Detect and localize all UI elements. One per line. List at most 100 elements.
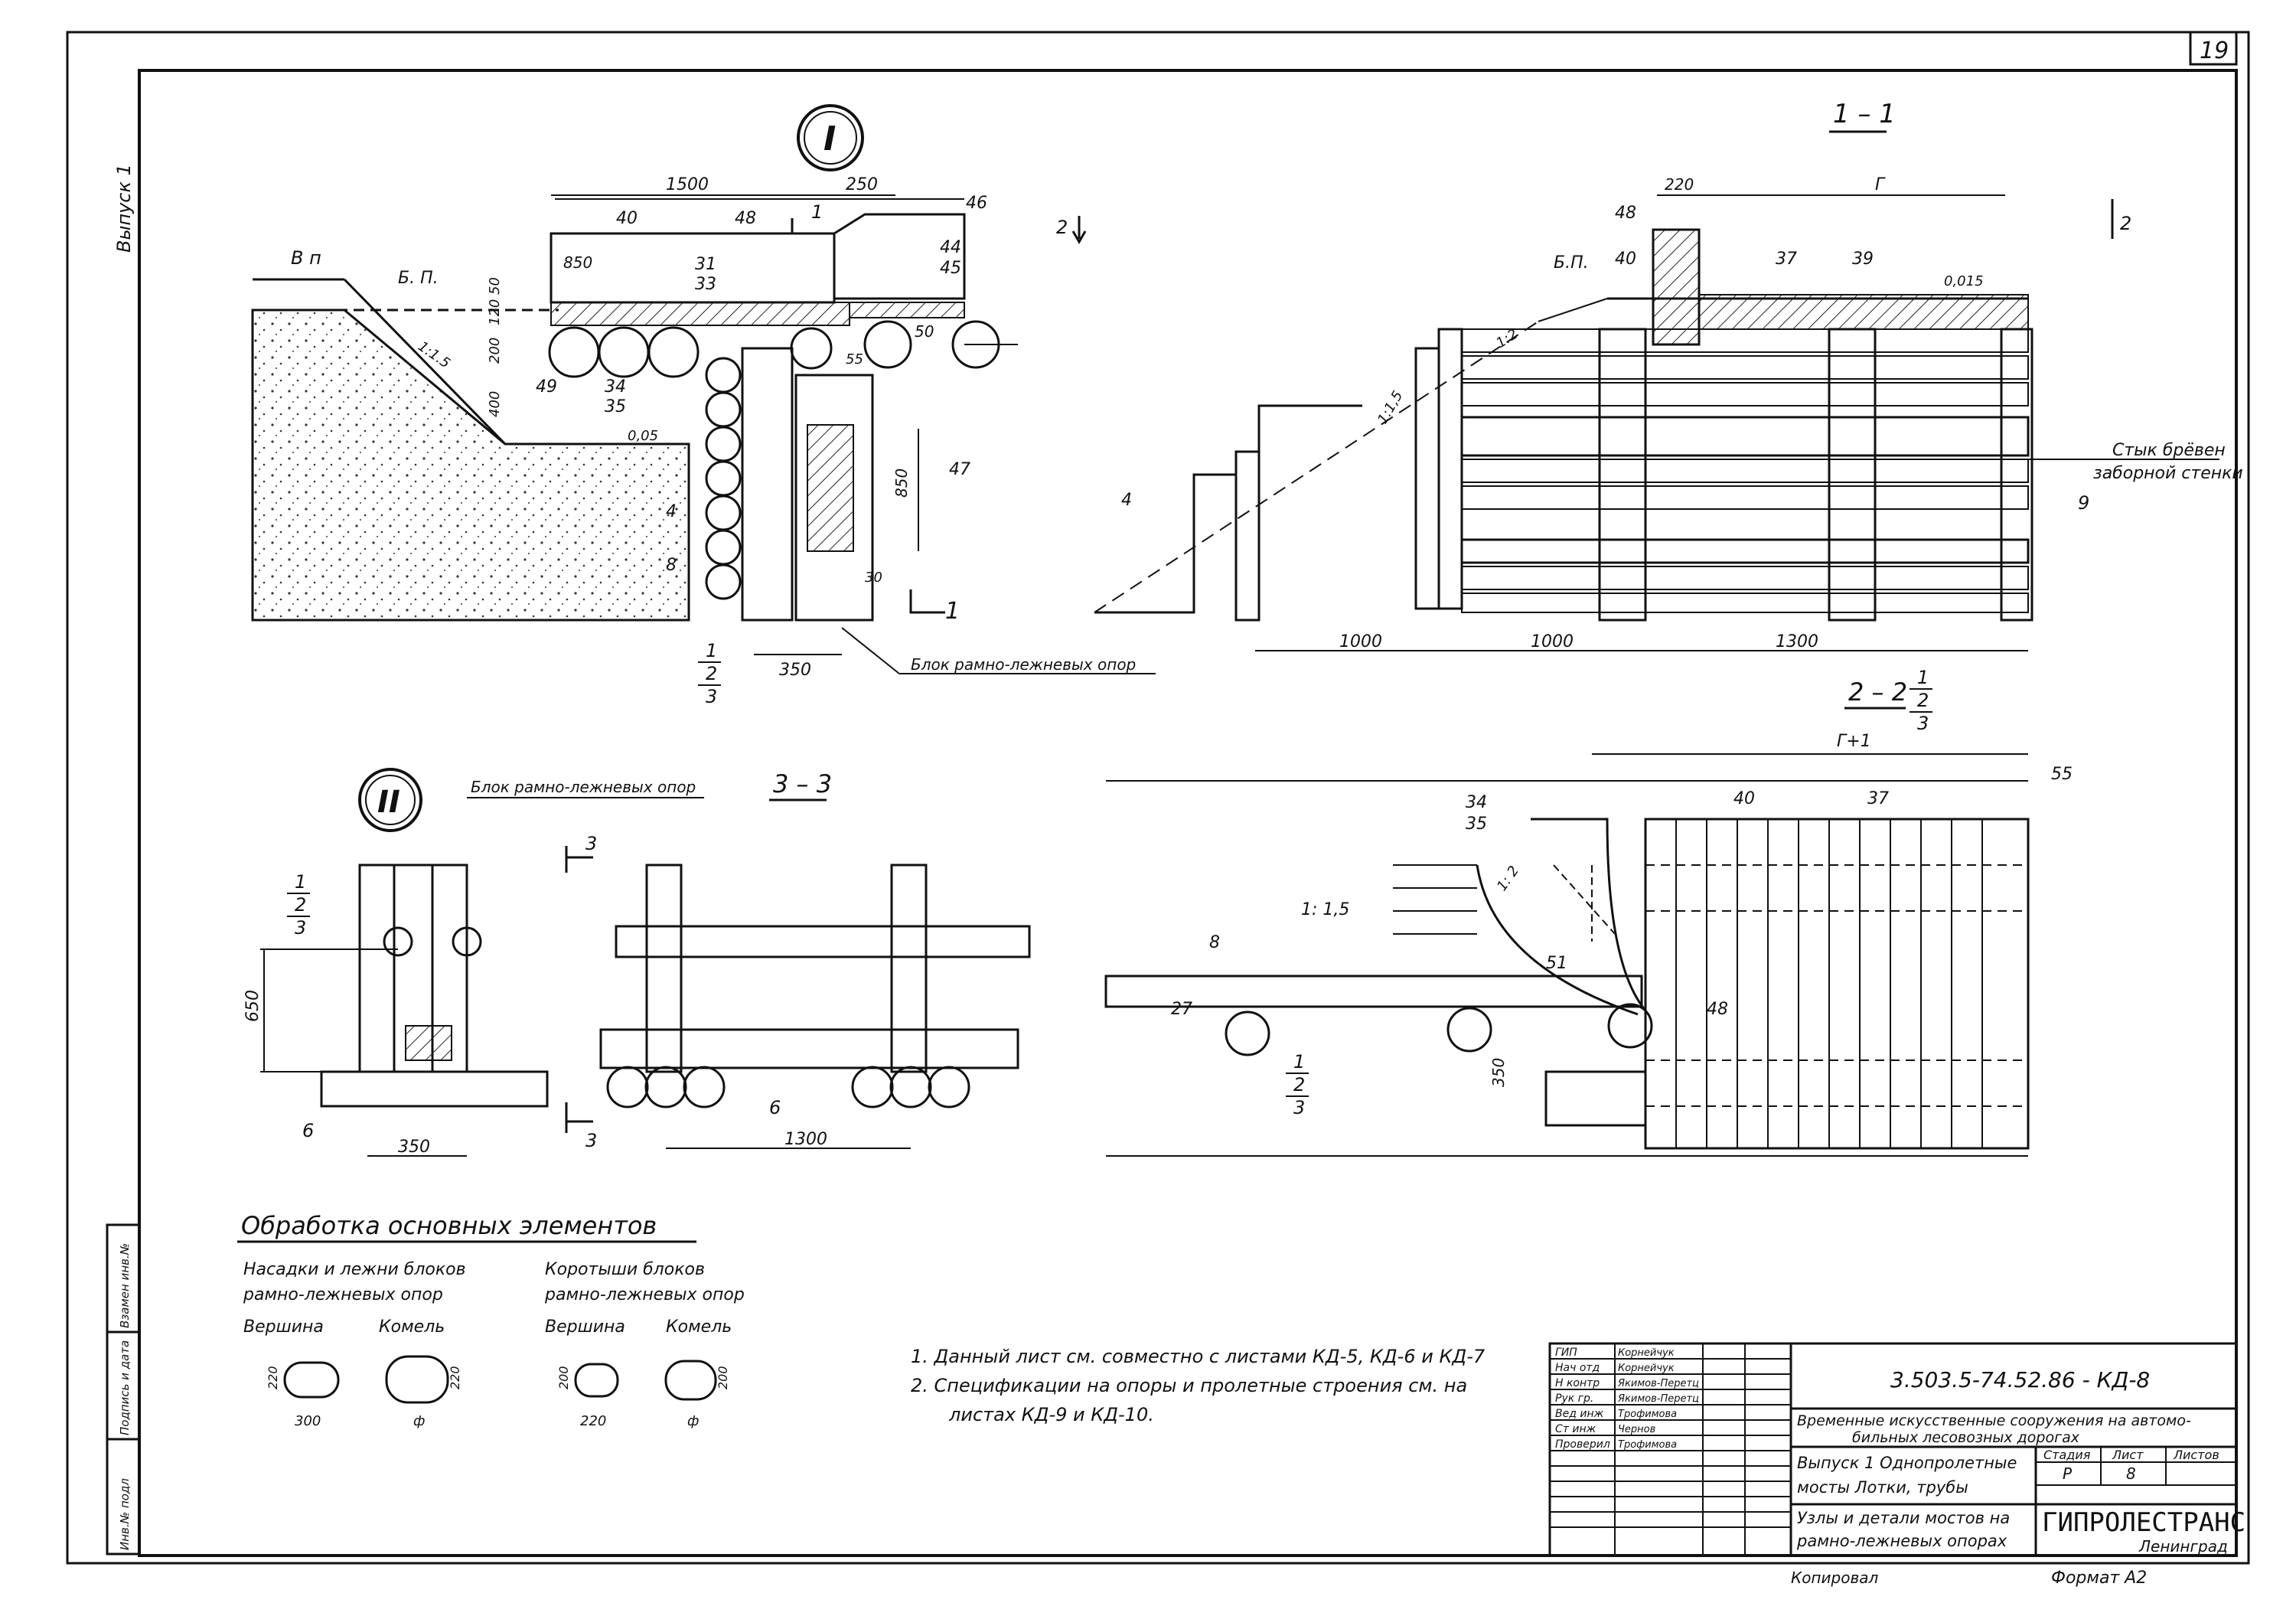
- tb-stage-head: Стадия: [2043, 1448, 2091, 1462]
- processing-dim-c220: 220: [580, 1413, 606, 1429]
- s22-slope-12: 1: 2: [1494, 863, 1522, 893]
- callout-48: 48: [735, 209, 756, 228]
- d1-block-label: Блок рамно-лежневых опор: [911, 655, 1136, 674]
- processing-block: Обработка основных элементов Насадки и л…: [237, 1211, 745, 1429]
- tb-city: Ленинград: [2138, 1537, 2228, 1556]
- d2-dim-650: 650: [243, 990, 263, 1022]
- section-2-2-title: 2 – 2: [1848, 677, 1907, 707]
- s11-bp: Б.П.: [1554, 253, 1589, 273]
- d1-dim-120: 120: [487, 299, 503, 325]
- d1-dim-350: 350: [779, 661, 811, 680]
- note-3: листах КД-9 и КД-10.: [948, 1404, 1154, 1425]
- s22-ref-num: 1: [1293, 1051, 1305, 1072]
- detail-2-marker: II: [377, 785, 400, 820]
- callout-44: 44: [940, 238, 961, 257]
- d2-dim-350: 350: [398, 1138, 430, 1157]
- s11-arrow-left: 2: [1056, 217, 1068, 238]
- processing-dim-phi2: ф: [687, 1413, 699, 1429]
- d1-dim-850: 850: [563, 253, 592, 272]
- s11-dim-1300: 1300: [1776, 632, 1818, 651]
- processing-group2-line1: Коротыши блоков: [545, 1260, 705, 1279]
- tb-code: 3.503.5-74.52.86 - КД-8: [1890, 1367, 2150, 1392]
- callout-34: 34: [605, 377, 626, 397]
- d1-dim-30: 30: [865, 570, 882, 586]
- d2-ref-den: 3: [295, 917, 306, 939]
- s11-callout-40: 40: [1615, 250, 1636, 269]
- detail-2: II Блок рамно-лежневых опор 650 350 6 1 …: [243, 768, 704, 1157]
- soil-fill: [251, 309, 690, 622]
- s22-slope-lines: [1393, 864, 1477, 935]
- processing-group1-line2: рамно-лежневых опор: [243, 1285, 443, 1304]
- d1-cut-1: 1: [811, 201, 823, 223]
- tb-sheet-title-1: Узлы и детали мостов на: [1797, 1509, 2010, 1527]
- s22-ref-mid: 2: [1293, 1074, 1305, 1095]
- issue-side-label: Выпуск 1: [113, 164, 135, 253]
- s22-dim-350: 350: [1489, 1058, 1508, 1087]
- s22-callout-34: 34: [1466, 793, 1487, 812]
- side-stamp-3: Взамен инв.№: [118, 1243, 132, 1328]
- note-2: 2. Спецификации на опоры и пролетные стр…: [911, 1375, 1467, 1396]
- section-2-2: 2 – 2 Г+1: [1104, 677, 2073, 1157]
- s11-joint-note-1: Стык брёвен: [2112, 441, 2226, 460]
- tb-role-0: ГИП: [1555, 1347, 1577, 1359]
- d1-label-bp: Б. П.: [398, 269, 439, 288]
- s11-callout-37: 37: [1776, 250, 1797, 269]
- tb-sheets-head: Листов: [2173, 1448, 2219, 1462]
- s11-dim-220: 220: [1665, 175, 1694, 194]
- s11-dim-g: Г: [1875, 175, 1886, 194]
- s11-slope-0015: 0,015: [1944, 273, 1984, 289]
- callout-4: 4: [666, 502, 677, 521]
- tb-sheet-head: Лист: [2112, 1448, 2144, 1462]
- tb-name-3: Якимов-Перетц: [1617, 1393, 1699, 1405]
- deck-plank-40: [550, 232, 836, 304]
- processing-dim-c200: 200: [556, 1366, 571, 1389]
- s33-marker-top: 3: [585, 833, 597, 854]
- callout-50: 50: [915, 322, 934, 341]
- tb-role-1: Нач отд: [1555, 1362, 1600, 1374]
- s11-ref-den: 3: [1917, 713, 1929, 734]
- s22-callout-8: 8: [1209, 933, 1220, 952]
- s33-callout-6: 6: [769, 1097, 781, 1118]
- s22-ref-den: 3: [1293, 1097, 1305, 1118]
- callout-40: 40: [616, 209, 638, 228]
- d1-ref-den: 3: [706, 686, 717, 707]
- stepped-wall: [1094, 298, 1608, 622]
- d2-callout-6: 6: [302, 1120, 314, 1141]
- s11-slope-115: 1:1,5: [1375, 388, 1406, 426]
- d2-ref-mid: 2: [295, 894, 306, 916]
- tb-name-4: Трофимова: [1618, 1409, 1677, 1420]
- s22-dim-g1: Г+1: [1837, 732, 1871, 751]
- section-3-3-title: 3 – 3: [773, 769, 832, 798]
- sheet-frame: [66, 31, 2250, 1565]
- tb-role-6: Проверил: [1555, 1438, 1610, 1451]
- s11-arrow-right: 2: [2120, 213, 2131, 234]
- wall-logs: [705, 357, 742, 600]
- d1-dim-850v: 850: [892, 468, 911, 498]
- processing-dim-b220: 220: [448, 1366, 462, 1389]
- d2-ref-num: 1: [295, 871, 306, 893]
- tb-role-3: Рук гр.: [1555, 1392, 1593, 1405]
- wall-horizontal-logs: [1460, 328, 2033, 622]
- s11-dim-1000b: 1000: [1531, 632, 1574, 651]
- side-stamp-2: Подпись и дата: [118, 1340, 132, 1435]
- tb-copied: Копировал: [1791, 1569, 1878, 1587]
- tb-work-title-2: бильных лесовозных дорогах: [1852, 1429, 2080, 1446]
- callout-45: 45: [940, 259, 961, 278]
- d1-dim-400: 400: [487, 391, 503, 417]
- s11-dim-1000a: 1000: [1339, 632, 1382, 651]
- processing-group1-line1: Насадки и лежни блоков: [243, 1260, 466, 1279]
- d1-ref-num: 1: [706, 640, 717, 661]
- s22-slope-115: 1: 1,5: [1301, 900, 1349, 919]
- d1-ref-mid: 2: [706, 663, 717, 684]
- tb-name-5: Чернов: [1618, 1424, 1655, 1435]
- tb-sheet-no: 8: [2126, 1464, 2136, 1483]
- callout-8: 8: [666, 556, 677, 575]
- section-1-1-title: 1 – 1: [1833, 99, 1896, 129]
- note-1: 1. Данный лист см. совместно с листами К…: [911, 1346, 1486, 1367]
- s22-deck-planks: [1645, 819, 2028, 1148]
- tb-name-6: Трофимова: [1618, 1439, 1677, 1451]
- s11-callout-48: 48: [1615, 204, 1636, 223]
- tb-name-2: Якимов-Перетц: [1617, 1378, 1699, 1389]
- s11-callout-4: 4: [1121, 491, 1132, 510]
